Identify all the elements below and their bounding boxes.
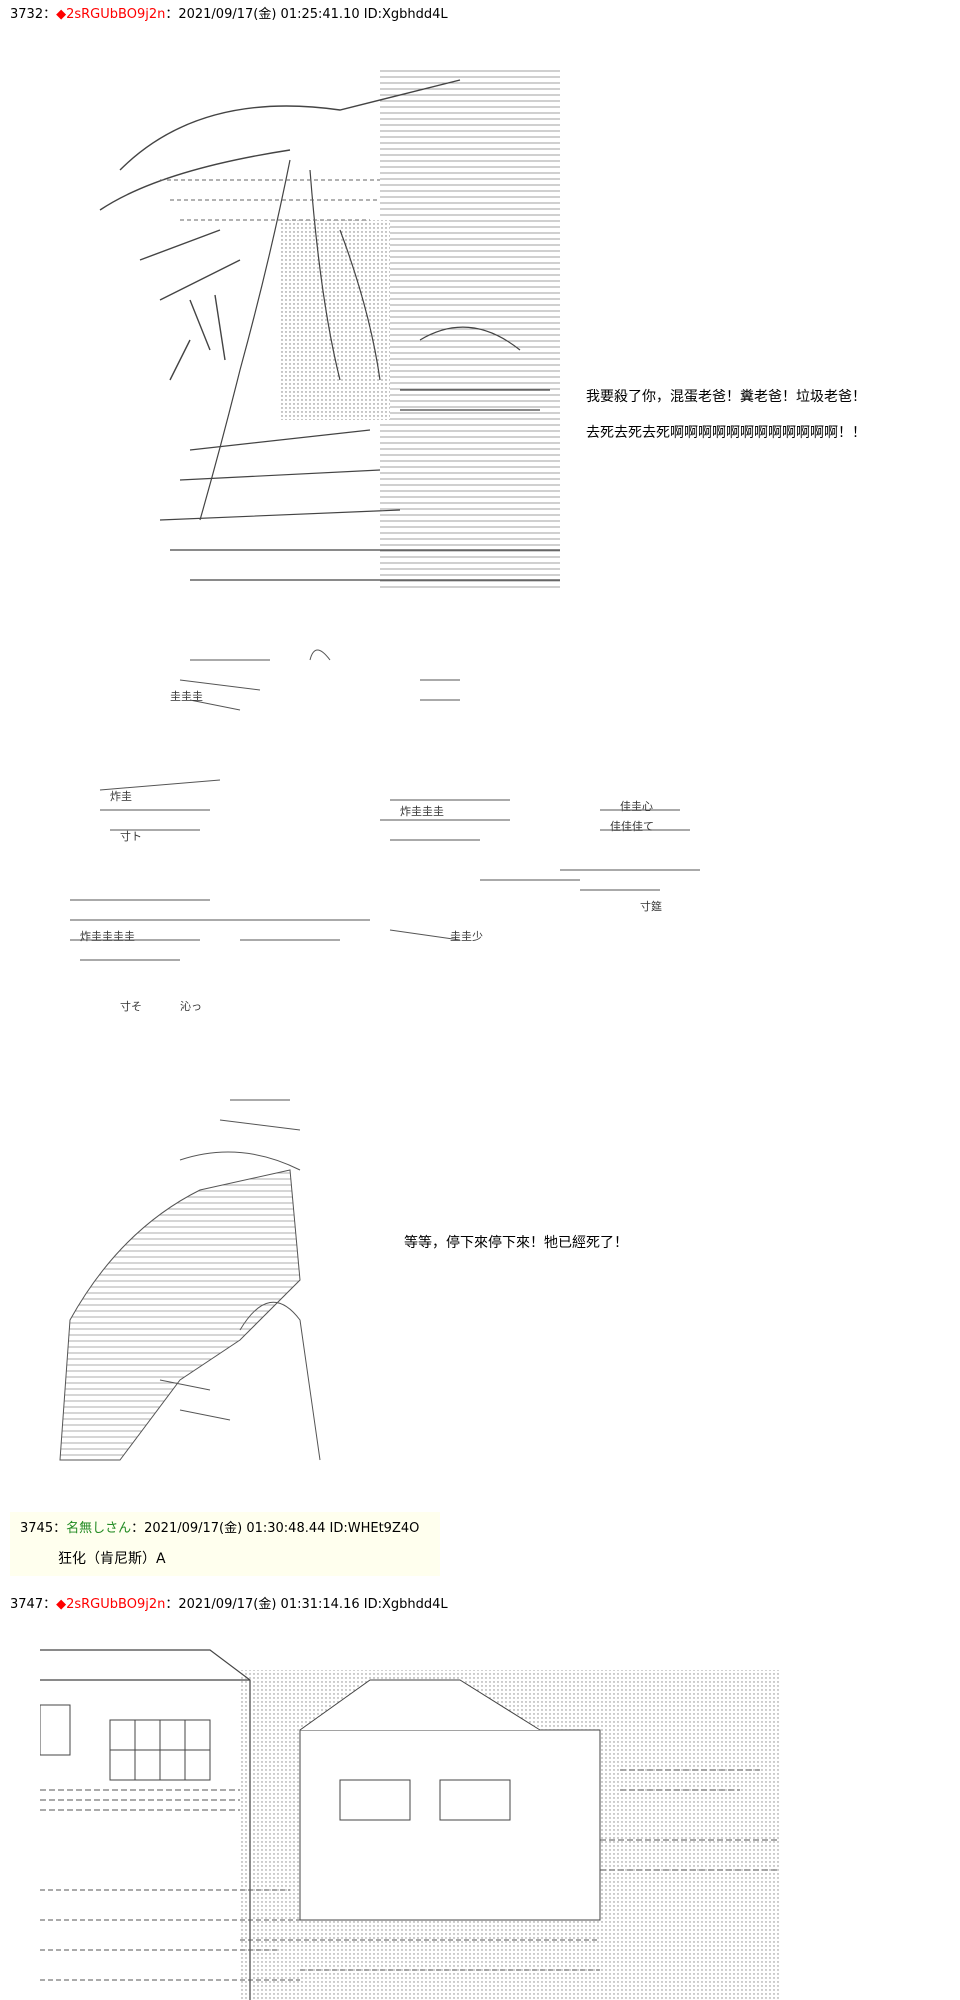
crowd-label: 寸ト <box>120 829 142 843</box>
crowd-label: 炸圭圭圭圭 <box>80 930 135 943</box>
reply-body: 狂化（肯尼斯）A <box>58 1551 166 1567</box>
poster-name: 名無しさん <box>66 1521 132 1536</box>
post-number[interactable]: 3745 <box>20 1521 54 1536</box>
ascii-art-scene-1 <box>40 50 560 610</box>
post-header-3745: 3745：名無しさん：2021/09/17(金) 01:30:48.44 ID:… <box>20 1521 420 1536</box>
dialogue-line-3: 等等，停下來停下來！牠已經死了！ <box>404 1235 628 1251</box>
poster-name: 2sRGUbBO9j2n <box>66 7 166 22</box>
post-header-3732: 3732：◆2sRGUbBO9j2n：2021/09/17(金) 01:25:4… <box>10 7 448 22</box>
post-datetime-id: ：2021/09/17(金) 01:25:41.10 ID:Xgbhdd4L <box>165 7 448 22</box>
poster-name: 2sRGUbBO9j2n <box>66 1597 166 1612</box>
dialogue-line-1: 我要殺了你，混蛋老爸！糞老爸！垃圾老爸！ <box>586 389 866 405</box>
ascii-art-scene-3 <box>40 1080 400 1470</box>
crowd-label: 炸圭圭圭 <box>400 805 444 818</box>
post-datetime-id: ：2021/09/17(金) 01:30:48.44 ID:WHEt9Z4O <box>131 1521 420 1536</box>
ascii-art-scene-2: 炸圭 寸ト 圭圭圭 炸圭圭圭 佳圭心 佳佳佳て 圭圭少 寸筵 炸圭圭圭圭 寸そ … <box>40 640 720 1020</box>
crowd-label: 沁っ <box>180 1000 202 1013</box>
reply-post-3745 <box>10 1512 440 1576</box>
crowd-label: 寸そ <box>120 999 142 1013</box>
crowd-label: 佳佳佳て <box>610 819 654 833</box>
dialogue-line-2: 去死去死去死啊啊啊啊啊啊啊啊啊啊啊啊！！ <box>586 425 866 441</box>
post-datetime-id: ：2021/09/17(金) 01:31:14.16 ID:Xgbhdd4L <box>165 1597 448 1612</box>
trip-diamond-icon: ◆ <box>56 7 67 22</box>
crowd-label: 圭圭少 <box>450 930 483 943</box>
crowd-label: 炸圭 <box>110 790 132 803</box>
post-header-3747: 3747：◆2sRGUbBO9j2n：2021/09/17(金) 01:31:1… <box>10 1597 448 1612</box>
ascii-art-scene-4 <box>40 1640 780 2000</box>
crowd-label: 佳圭心 <box>620 799 653 813</box>
crowd-label: 圭圭圭 <box>170 690 203 703</box>
trip-diamond-icon: ◆ <box>56 1597 67 1612</box>
crowd-label: 寸筵 <box>640 899 662 913</box>
post-number[interactable]: 3732 <box>10 7 44 22</box>
post-number[interactable]: 3747 <box>10 1597 44 1612</box>
